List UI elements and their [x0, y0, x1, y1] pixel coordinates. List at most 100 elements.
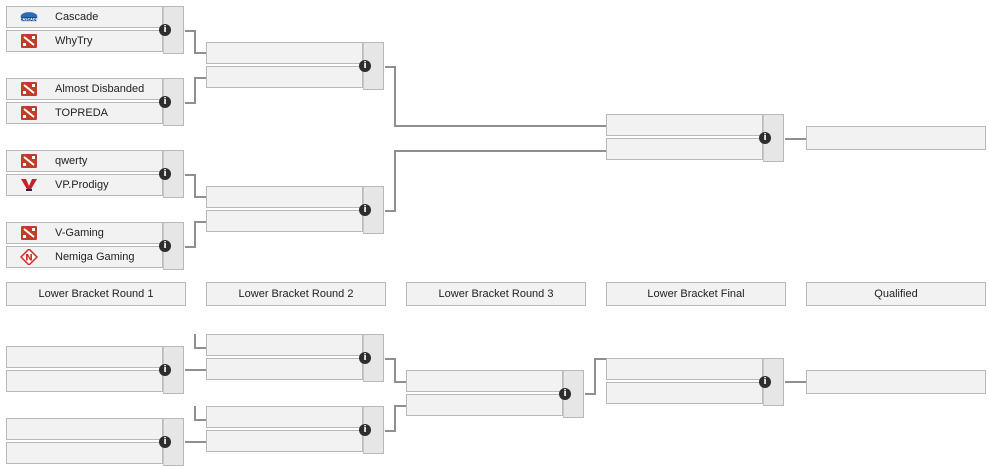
team-slot[interactable] [206, 66, 363, 88]
team-slot[interactable] [206, 406, 363, 428]
connector [385, 66, 396, 68]
match-upper-r2-2: i [206, 186, 384, 234]
team-slot[interactable]: N Nemiga Gaming [6, 246, 163, 268]
team-name: V-Gaming [55, 227, 104, 239]
info-icon[interactable]: i [159, 96, 171, 108]
connector [185, 102, 196, 104]
connector [194, 77, 206, 79]
dota2-logo-icon [20, 226, 38, 240]
match-lower-r1-2: i [6, 418, 184, 466]
info-icon[interactable]: i [759, 132, 771, 144]
info-icon[interactable]: i [759, 376, 771, 388]
dota2-logo-icon [20, 154, 38, 168]
team-slot[interactable]: V-Gaming [6, 222, 163, 244]
match-lower-r2-2: i [206, 406, 384, 454]
match-upper-r2-1: i [206, 42, 384, 90]
team-slot[interactable]: Almost Disbanded [6, 78, 163, 100]
connector [194, 347, 206, 349]
team-slot[interactable]: qwerty [6, 150, 163, 172]
connector [194, 77, 196, 103]
team-slot[interactable] [606, 114, 763, 136]
team-slot[interactable] [206, 186, 363, 208]
team-slot[interactable] [606, 138, 763, 160]
team-slot[interactable]: CASCADE Cascade [6, 6, 163, 28]
connector [585, 393, 596, 395]
connector [385, 430, 396, 432]
team-slot[interactable] [206, 358, 363, 380]
dota2-logo-icon [20, 82, 38, 96]
connector [194, 334, 196, 348]
dota2-logo-icon [20, 106, 38, 120]
connector [185, 369, 206, 371]
connector [394, 150, 396, 211]
connector [394, 125, 606, 127]
team-name: VP.Prodigy [55, 179, 109, 191]
connector [185, 246, 196, 248]
team-slot[interactable] [406, 370, 563, 392]
connector [185, 441, 206, 443]
team-slot[interactable] [206, 334, 363, 356]
info-icon[interactable]: i [159, 364, 171, 376]
team-slot[interactable] [606, 358, 763, 380]
qualified-slot-upper[interactable] [806, 126, 986, 150]
connector [194, 406, 196, 420]
connector [185, 174, 196, 176]
nemiga-logo-icon: N [20, 249, 38, 265]
connector [185, 30, 196, 32]
team-slot[interactable] [206, 430, 363, 452]
connector [194, 419, 206, 421]
match-lower-r2-1: i [206, 334, 384, 382]
connector [194, 52, 206, 54]
match-upper-r1-3: qwerty VP.Prodigy i [6, 150, 184, 198]
connector [385, 210, 396, 212]
svg-text:CASCADE: CASCADE [20, 17, 38, 21]
info-icon[interactable]: i [159, 24, 171, 36]
team-name: WhyTry [55, 35, 93, 47]
connector [785, 381, 806, 383]
team-slot[interactable]: VP.Prodigy [6, 174, 163, 196]
info-icon[interactable]: i [359, 424, 371, 436]
qualified-slot-lower[interactable] [806, 370, 986, 394]
connector [385, 358, 396, 360]
connector [194, 221, 196, 247]
connector [194, 196, 206, 198]
team-name: TOPREDA [55, 107, 108, 119]
connector [394, 358, 396, 382]
dota2-logo-icon [20, 34, 38, 48]
connector [194, 174, 196, 197]
round-header-lb-r2: Lower Bracket Round 2 [206, 282, 386, 306]
vp-logo-icon [20, 178, 38, 192]
round-header-lb-r1: Lower Bracket Round 1 [6, 282, 186, 306]
info-icon[interactable]: i [359, 60, 371, 72]
match-upper-r1-4: V-Gaming N Nemiga Gaming i [6, 222, 184, 270]
team-slot[interactable]: WhyTry [6, 30, 163, 52]
connector [394, 405, 396, 431]
team-slot[interactable] [206, 210, 363, 232]
info-icon[interactable]: i [159, 240, 171, 252]
info-icon[interactable]: i [159, 168, 171, 180]
info-icon[interactable]: i [359, 352, 371, 364]
cascade-logo-icon: CASCADE [20, 10, 38, 24]
svg-text:N: N [25, 254, 33, 264]
team-slot[interactable] [606, 382, 763, 404]
info-icon[interactable]: i [559, 388, 571, 400]
team-slot[interactable] [6, 370, 163, 392]
team-slot[interactable] [206, 42, 363, 64]
team-slot[interactable] [6, 418, 163, 440]
match-upper-r1-2: Almost Disbanded TOPREDA i [6, 78, 184, 126]
connector [785, 138, 806, 140]
connector [194, 30, 196, 53]
connector [394, 381, 406, 383]
info-icon[interactable]: i [359, 204, 371, 216]
match-upper-final: i [606, 114, 784, 162]
team-slot[interactable] [406, 394, 563, 416]
match-lower-r3: i [406, 370, 584, 418]
team-name: Cascade [55, 11, 99, 23]
connector [394, 150, 606, 152]
connector [394, 405, 406, 407]
team-slot[interactable] [6, 442, 163, 464]
connector [594, 358, 596, 394]
team-slot[interactable]: TOPREDA [6, 102, 163, 124]
info-icon[interactable]: i [159, 436, 171, 448]
team-slot[interactable] [6, 346, 163, 368]
